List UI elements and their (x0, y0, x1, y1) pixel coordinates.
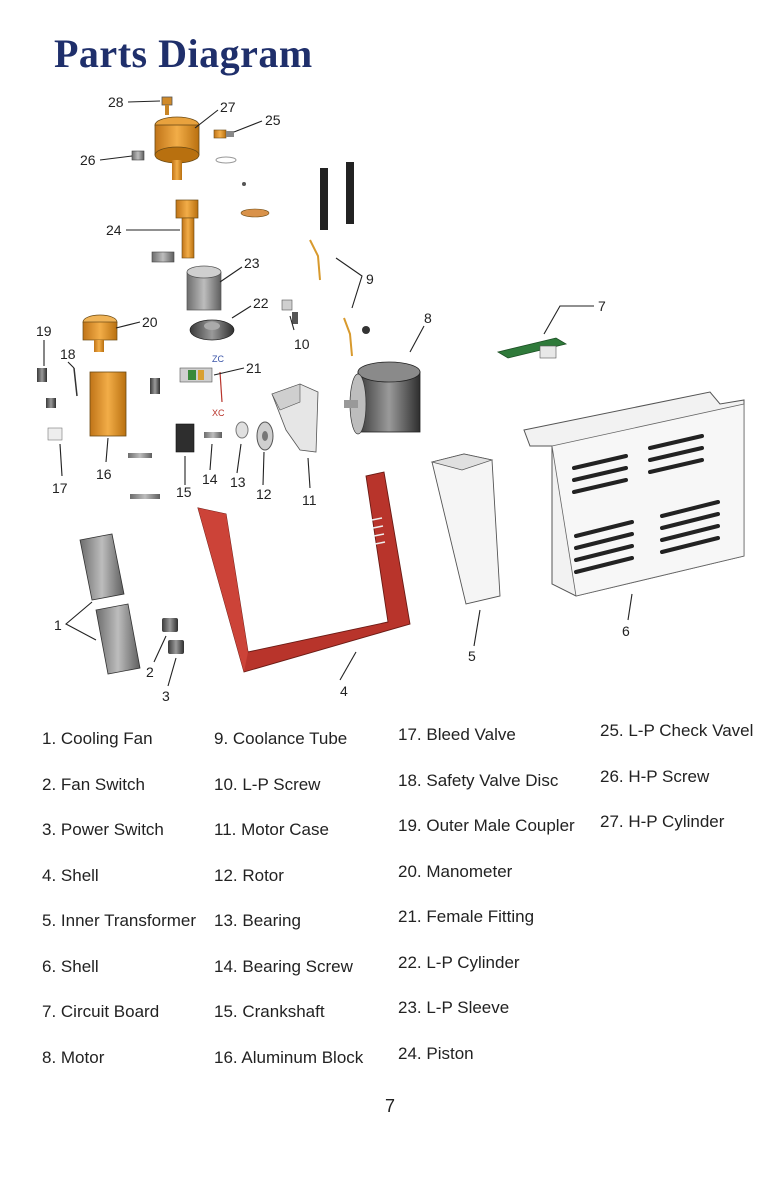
crank-rotor-group (128, 421, 274, 499)
callout-20: 20 (142, 314, 158, 330)
page-title: Parts Diagram (54, 31, 313, 76)
legend-item: 23. L-P Sleeve (398, 998, 510, 1017)
callout-21: 21 (246, 360, 262, 376)
callout-9: 9 (366, 271, 374, 287)
callout-15: 15 (176, 484, 192, 500)
callout-12: 12 (256, 486, 272, 502)
callout-1: 1 (54, 617, 62, 633)
callout-6: 6 (622, 623, 630, 639)
callout-3: 3 (162, 688, 170, 704)
callout-7: 7 (598, 298, 606, 314)
callout-26: 26 (80, 152, 96, 168)
callout-2: 2 (146, 664, 154, 680)
zc-label: ZC (212, 354, 224, 364)
callout-23: 23 (244, 255, 260, 271)
legend-item: 13. Bearing (214, 911, 301, 930)
legend-item: 18. Safety Valve Disc (398, 770, 559, 790)
fan-switch-group (79, 533, 184, 675)
legend-item: 27. H-P Cylinder (600, 812, 725, 831)
callout-22: 22 (253, 295, 269, 311)
legend-item: 7. Circuit Board (42, 1002, 160, 1021)
legend-item: 14. Bearing Screw (214, 956, 353, 976)
legend-item: 24. Piston (398, 1043, 474, 1063)
callout-24: 24 (106, 222, 122, 238)
callout-18: 18 (60, 346, 76, 362)
legend-column-2: 9. Coolance Tube 10. L-P Screw 11. Motor… (214, 728, 363, 1092)
legend-item: 20. Manometer (398, 861, 513, 881)
legend-column-1: 1. Cooling Fan 2. Fan Switch 3. Power Sw… (42, 728, 196, 1092)
legend-item: 21. Female Fitting (398, 907, 535, 926)
callout-28: 28 (108, 94, 124, 110)
legend-item: 8. Motor (42, 1047, 105, 1067)
red-frame-group (197, 471, 411, 673)
legend-column-4: 25. L-P Check Vavel 26. H-P Screw 27. H-… (600, 720, 753, 857)
callout-11: 11 (302, 492, 317, 508)
h-p-cylinder-group (131, 96, 270, 218)
legend-item: 19. Outer Male Coupler (398, 816, 575, 835)
xc-label: XC (212, 408, 225, 418)
callout-19: 19 (36, 323, 52, 339)
legend-item: 26. H-P Screw (600, 766, 710, 786)
callout-27: 27 (220, 99, 236, 115)
legend-item: 3. Power Switch (42, 820, 164, 839)
legend-item: 9. Coolance Tube (214, 729, 348, 748)
callout-25: 25 (265, 112, 281, 128)
callout-numbers: 28 27 25 26 24 23 22 20 19 18 21 10 9 8 … (36, 94, 630, 704)
callout-5: 5 (468, 648, 476, 664)
legend-item: 11. Motor Case (214, 820, 329, 839)
leader-lines (43, 100, 633, 687)
coolance-tube-group (309, 162, 370, 357)
legend-item: 12. Rotor (214, 865, 284, 885)
l-p-sleeve-group (186, 265, 235, 341)
legend-item: 2. Fan Switch (42, 774, 145, 794)
vented-shell-group (523, 391, 745, 597)
legend-item: 15. Crankshaft (214, 1002, 325, 1021)
l-p-screw-group (281, 299, 298, 324)
page-number: 7 (384, 1096, 395, 1116)
legend-item: 16. Aluminum Block (214, 1047, 364, 1067)
legend-item: 25. L-P Check Vavel (600, 721, 754, 740)
callout-4: 4 (340, 683, 348, 699)
legend-item: 22. L-P Cylinder (398, 952, 520, 972)
legend-column-3: 17. Bleed Valve 18. Safety Valve Disc 19… (398, 724, 575, 1088)
legend-item: 6. Shell (42, 956, 99, 976)
motor-case-group (271, 383, 319, 453)
legend-item: 1. Cooling Fan (42, 729, 153, 748)
manometer-block-group (37, 314, 160, 441)
female-fitting-group: ZC XC (179, 354, 225, 418)
callout-16: 16 (96, 466, 112, 482)
callout-13: 13 (230, 474, 246, 490)
legend-item: 5. Inner Transformer (42, 911, 197, 930)
legend-item: 17. Bleed Valve (398, 725, 516, 744)
circuit-board-group (496, 337, 568, 359)
callout-17: 17 (52, 480, 68, 496)
callout-8: 8 (424, 310, 432, 326)
callout-14: 14 (202, 471, 218, 487)
callout-10: 10 (294, 336, 310, 352)
inner-transformer-group (430, 453, 501, 605)
legend-item: 10. L-P Screw (214, 774, 321, 794)
motor-group (344, 361, 421, 435)
legend-item: 4. Shell (42, 865, 99, 885)
piston-group (151, 199, 199, 263)
